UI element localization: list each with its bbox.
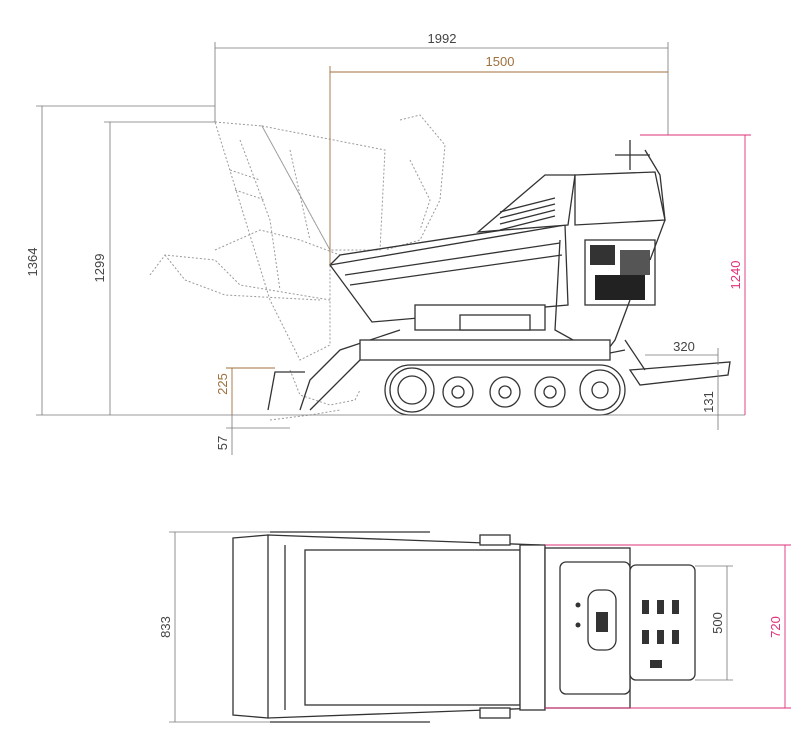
raised-skip-ghost [149, 114, 446, 421]
label-skip-lip: 225 [215, 373, 230, 395]
skip-body [328, 219, 569, 323]
rear-cover [629, 564, 696, 681]
label-ground-offset: 57 [215, 436, 230, 450]
frame [299, 239, 631, 411]
engine-hood: ​ [476, 171, 666, 233]
track-assembly [384, 364, 626, 416]
dumper-top-view-icon [232, 531, 696, 723]
label-track-width: 720 [768, 616, 783, 638]
handlebar [615, 140, 666, 261]
engine-block [584, 239, 656, 306]
top-dimensions [169, 531, 791, 723]
label-platform-length: 320 [673, 339, 695, 354]
label-inner-width: 500 [710, 612, 725, 634]
label-platform-height: 131 [701, 391, 716, 413]
label-overall-length: 1992 [428, 31, 457, 46]
skip-lip [267, 371, 305, 411]
label-raised-height: 1299 [92, 254, 107, 283]
rear-platform [624, 339, 731, 386]
label-tipped-height: 1364 [25, 248, 40, 277]
label-overall-width: 833 [158, 616, 173, 638]
label-dump-reach: 1500 [486, 54, 515, 69]
label-machine-height: 1240 [728, 261, 743, 290]
dumper-side-view-icon: ​ [149, 114, 731, 421]
side-dimensions [36, 42, 751, 455]
